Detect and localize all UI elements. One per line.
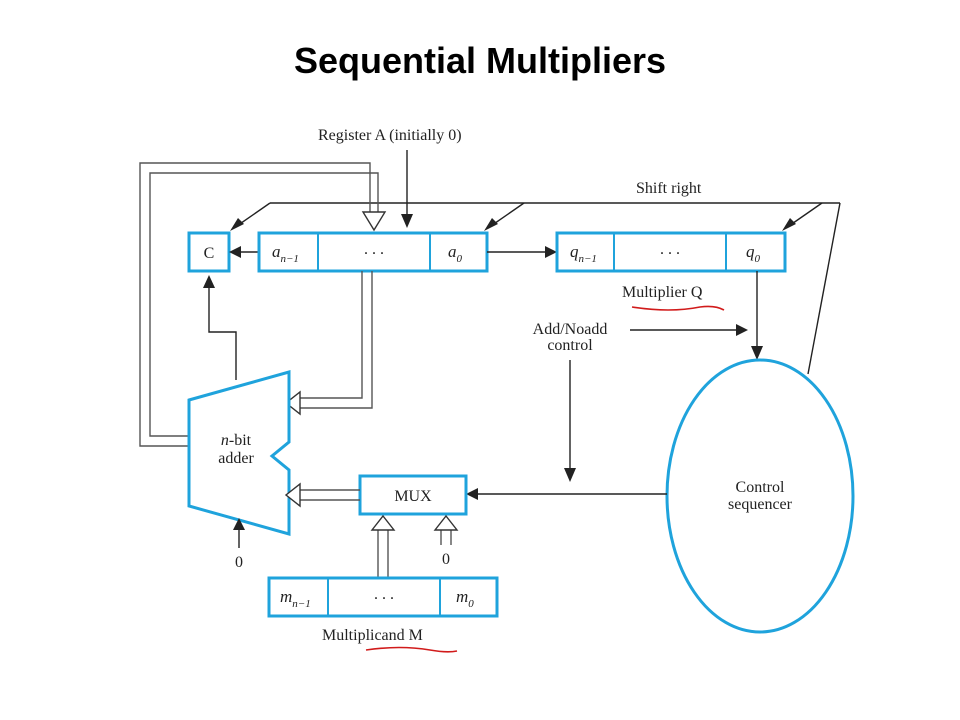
sum-feedback-arrowhead: [361, 211, 387, 232]
mux-to-adder-arrowhead: [284, 482, 301, 508]
shift-arrowhead-a: [484, 218, 498, 231]
add-noadd-down-arrowhead: [564, 468, 576, 482]
register-a-label: Register A (initially 0): [318, 127, 462, 144]
sequencer-to-mux-arrowhead: [466, 488, 478, 500]
shift-arrowhead-c: [230, 218, 244, 231]
q0-to-sequencer-arrowhead: [751, 346, 763, 360]
register-a-dots: . . .: [364, 241, 384, 258]
register-a: [257, 231, 489, 273]
a-high-bit: an−1: [272, 242, 299, 265]
multiplicand-m-underline: [365, 646, 458, 653]
carry-in-zero: 0: [235, 554, 243, 571]
add-noadd-label-line2: control: [547, 337, 593, 354]
a-low-bit: a0: [448, 242, 463, 265]
page-title: Sequential Multipliers: [293, 40, 667, 81]
zero-to-mux-arrowhead: [433, 514, 459, 531]
add-noadd-arrowhead: [736, 324, 748, 336]
m-low-bit: m0: [456, 587, 474, 610]
a-to-adder-outer: [300, 271, 363, 399]
carry-out-arrowhead: [203, 275, 215, 288]
carry-label: C: [204, 245, 215, 262]
multiplier-q-label: Multiplier Q: [622, 284, 703, 301]
register-m: [267, 576, 499, 618]
adder-label-line1: n-bit: [221, 432, 252, 449]
mux-zero-input: 0: [442, 551, 450, 568]
sum-feedback-outer: [139, 162, 371, 447]
shift-arrowhead-q: [782, 218, 796, 231]
sum-feedback-inner: [149, 172, 379, 437]
a-to-adder-inner: [300, 271, 373, 409]
a-to-adder-arrowhead: [284, 390, 301, 416]
multiplier-q-underline: [631, 305, 725, 311]
sequencer-shift-line: [807, 202, 841, 375]
control-sequencer: [665, 358, 855, 634]
adder-label-line2: adder: [218, 450, 254, 467]
carry-register-c: [187, 231, 231, 273]
mux: [358, 474, 468, 516]
register-m-dots: . . .: [374, 586, 394, 603]
m-high-bit: mn−1: [280, 587, 311, 610]
q-high-bit: qn−1: [570, 242, 597, 265]
a-to-q-arrowhead: [545, 246, 557, 258]
register-a-init-arrowhead: [401, 214, 413, 228]
a-to-c-arrowhead: [229, 246, 241, 258]
shift-right-label: Shift right: [636, 180, 702, 197]
control-sequencer-line2: sequencer: [728, 496, 793, 513]
multiplicand-to-mux-arrowhead: [370, 514, 396, 531]
control-sequencer-line1: Control: [736, 479, 785, 496]
register-q-dots: . . .: [660, 241, 680, 258]
add-noadd-label-line1: Add/Noadd: [533, 321, 608, 338]
register-q: [555, 231, 787, 273]
n-bit-adder: [187, 370, 291, 536]
q-low-bit: q0: [746, 242, 761, 265]
carry-in-arrowhead: [233, 518, 245, 530]
mux-label: MUX: [394, 488, 432, 505]
multiplicand-m-label: Multiplicand M: [322, 627, 423, 644]
